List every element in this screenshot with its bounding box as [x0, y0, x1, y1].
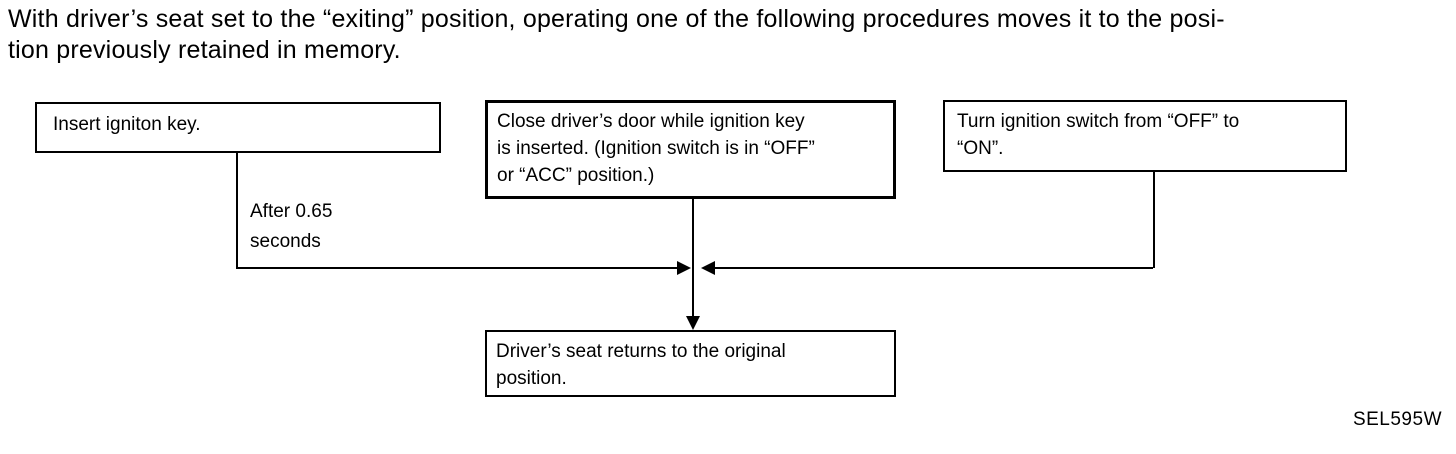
connector-vertical-from-turn-switch	[1153, 172, 1155, 268]
flow-box-turn-switch: Turn ignition switch from “OFF” to “ON”.	[943, 100, 1347, 172]
delay-label: After 0.65 seconds	[250, 201, 333, 252]
flow-box-insert-key: Insert igniton key.	[35, 102, 441, 153]
arrow-right-icon	[677, 261, 691, 275]
figure-code: SEL595W	[1352, 409, 1442, 430]
connector-vertical-from-close-door	[692, 199, 694, 317]
arrow-left-icon	[701, 261, 715, 275]
connector-vertical-from-insert-key	[236, 153, 238, 268]
flow-box-result: Driver’s seat returns to the original po…	[485, 330, 896, 397]
arrow-down-icon	[686, 316, 700, 330]
connector-horizontal-from-insert-key	[236, 267, 678, 269]
flow-box-close-door: Close driver’s door while ignition key i…	[485, 100, 896, 199]
intro-paragraph: With driver’s seat set to the “exiting” …	[8, 5, 1225, 64]
connector-horizontal-from-turn-switch	[714, 267, 1153, 269]
